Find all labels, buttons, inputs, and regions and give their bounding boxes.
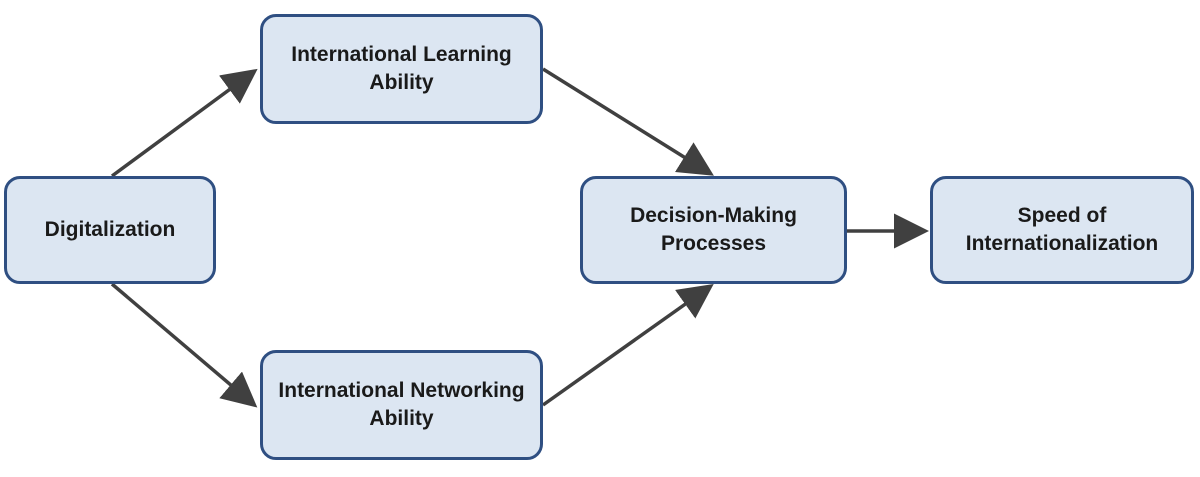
node-international-networking-ability: International Networking Ability [260,350,543,460]
node-international-networking-ability-label: International Networking Ability [278,379,525,430]
node-digitalization-label: Digitalization [44,218,176,241]
node-decision-making-processes: Decision-Making Processes [580,176,847,284]
node-decision-making-processes-label: Decision-Making Processes [630,204,797,255]
arrow-digitalization-to-networking [110,282,258,408]
arrow-learning-to-decision [542,67,714,176]
node-digitalization: Digitalization [4,176,216,284]
node-international-learning-ability-label: International Learning Ability [291,43,512,94]
node-international-learning-ability: International Learning Ability [260,14,543,124]
node-speed-of-internationalization-label: Speed of Internationalization [965,204,1159,255]
arrow-networking-to-decision [541,283,714,407]
node-speed-of-internationalization: Speed of Internationalization [930,176,1194,284]
arrow-digitalization-to-learning [110,68,258,178]
